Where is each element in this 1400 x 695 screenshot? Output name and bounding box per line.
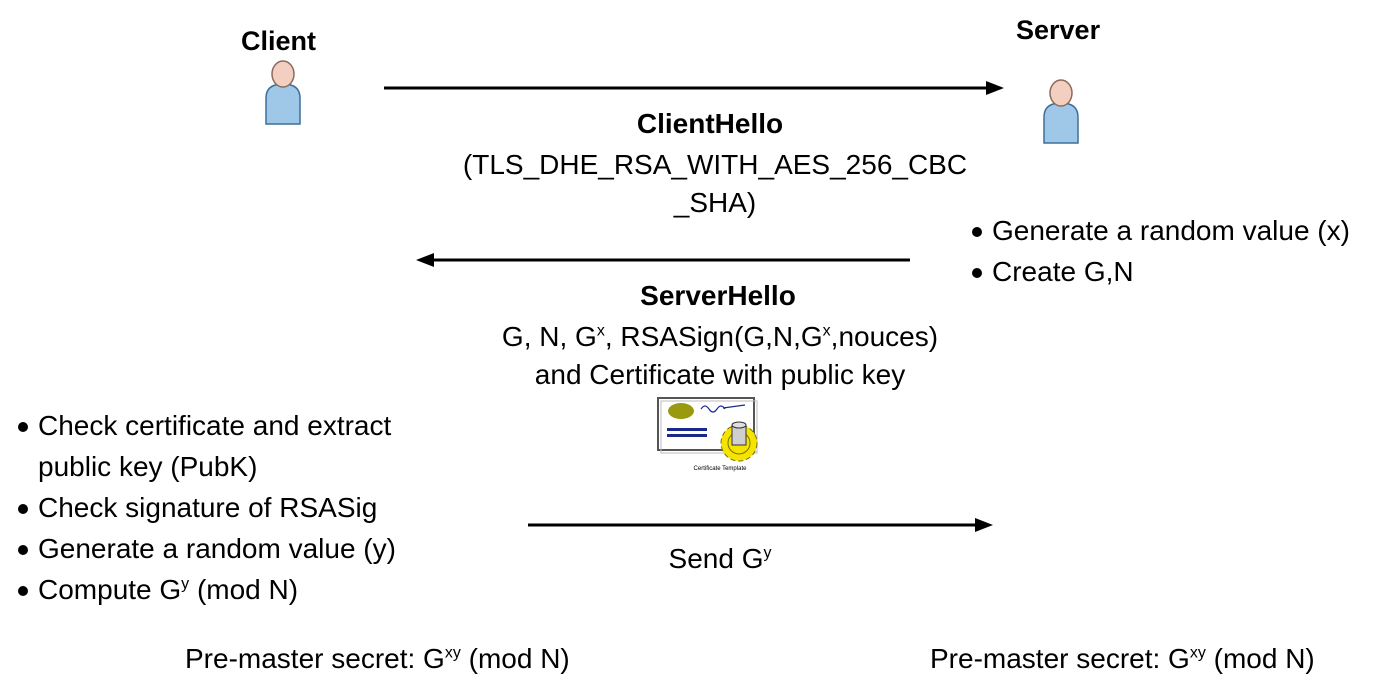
client-hello-title: ClientHello: [636, 108, 784, 139]
client-step: Check signature of RSASig: [18, 487, 458, 528]
server-hello-line2: and Certificate with public key: [534, 359, 906, 390]
client-step-continuation: public key (PubK): [38, 451, 258, 482]
server-hello-title: ServerHello: [640, 280, 796, 311]
certificate-caption: Certificate Template: [693, 466, 747, 472]
client-step: Generate a random value (y): [18, 528, 458, 569]
server-step: Create G,N: [972, 251, 1397, 292]
server-hello-line1: G, N, Gx, RSASign(G,N,Gx,nouces): [501, 321, 939, 352]
server-premaster-secret: Pre-master secret: Gxy (mod N): [930, 643, 1315, 674]
client-step: Compute Gy (mod N): [18, 569, 458, 610]
server-label: Server: [1016, 15, 1101, 45]
client-label: Client: [241, 26, 317, 56]
server-person-icon: [1043, 79, 1079, 144]
server-step: Generate a random value (x): [972, 210, 1397, 251]
server-to-client-arrow: [416, 253, 910, 267]
client-hello-cipher: (TLS_DHE_RSA_WITH_AES_256_CBC _SHA): [440, 146, 990, 222]
certificate-icon: [657, 397, 758, 462]
client-hello-line1: (TLS_DHE_RSA_WITH_AES_256_CBC: [462, 149, 968, 180]
client-to-server-arrow: [384, 81, 1004, 95]
send-label: Send Gy: [668, 543, 772, 574]
client-premaster-secret: Pre-master secret: Gxy (mod N): [185, 643, 570, 674]
server-hello-params: G, N, Gx, RSASign(G,N,Gx,nouces) and Cer…: [450, 318, 990, 394]
server-steps: Generate a random value (x) Create G,N: [972, 210, 1397, 292]
client-steps: Check certificate and extract public key…: [18, 405, 458, 610]
send-arrow: [528, 518, 993, 532]
client-hello-line2: _SHA): [673, 187, 757, 218]
client-person-icon: [265, 60, 301, 125]
client-step: Check certificate and extract: [18, 405, 458, 446]
